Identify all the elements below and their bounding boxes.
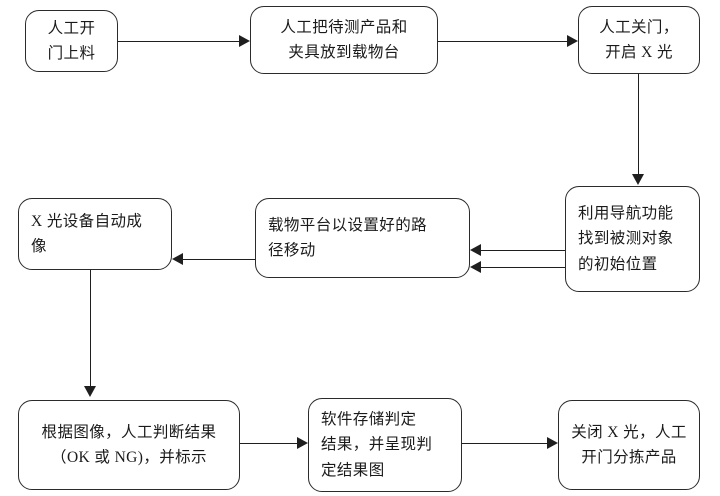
connector-line xyxy=(240,443,298,444)
connector-line xyxy=(481,267,565,268)
connector-line xyxy=(481,250,565,251)
arrow-head-down-icon xyxy=(632,174,644,185)
connector-line xyxy=(118,41,240,42)
arrow-head-down-icon xyxy=(84,386,96,397)
node-line: 利用导航功能 xyxy=(578,205,674,223)
node-line: 开启 X 光 xyxy=(605,44,673,61)
connector-line xyxy=(462,443,548,444)
arrow-head-right-icon xyxy=(547,437,558,449)
node-line: 的初始位置 xyxy=(578,255,658,273)
node-manual-judge-result-from-image[interactable]: 根据图像，人工判断结果 （OK 或 NG)，并标示 xyxy=(18,400,240,490)
node-navigate-find-initial-position[interactable]: 利用导航功能 找到被测对象 的初始位置 xyxy=(565,186,700,292)
node-manual-open-door-load[interactable]: 人工开 门上料 xyxy=(25,10,118,72)
node-software-store-and-present-result[interactable]: 软件存储判定 结果，并呈现判 定结果图 xyxy=(308,398,462,492)
connector-line xyxy=(638,74,639,175)
node-close-xray-open-door-sort[interactable]: 关闭 X 光，人工 开门分拣产品 xyxy=(558,400,700,490)
node-line: 人工关门， xyxy=(599,18,679,36)
node-xray-device-auto-imaging[interactable]: X 光设备自动成 像 xyxy=(18,198,172,270)
node-line: 找到被测对象 xyxy=(578,230,674,248)
arrow-head-right-icon xyxy=(567,35,578,47)
connector-line xyxy=(90,270,91,387)
node-line: 人工开 xyxy=(47,19,96,37)
node-line: 人工把待测产品和 xyxy=(280,18,408,36)
node-line: 载物平台以设置好的路 xyxy=(268,216,428,234)
node-line: 关闭 X 光，人工 xyxy=(571,423,687,441)
arrow-head-left-icon xyxy=(470,261,481,273)
arrow-head-right-icon xyxy=(297,437,308,449)
node-stage-moves-along-preset-path[interactable]: 载物平台以设置好的路 径移动 xyxy=(255,198,470,278)
node-place-product-and-fixture[interactable]: 人工把待测产品和 夹具放到载物台 xyxy=(250,6,438,74)
node-line: 根据图像，人工判断结果 xyxy=(41,423,217,441)
node-line: 径移动 xyxy=(268,242,316,259)
connector-line xyxy=(438,41,568,42)
node-line: （OK 或 NG)，并标示 xyxy=(51,449,207,466)
node-line: 开门分拣产品 xyxy=(581,449,677,466)
node-line: 结果，并呈现判 xyxy=(321,436,433,454)
node-line: 夹具放到载物台 xyxy=(288,44,400,61)
node-close-door-turn-on-xray[interactable]: 人工关门， 开启 X 光 xyxy=(578,6,700,74)
node-line: 软件存储判定 xyxy=(321,411,417,429)
connector-line xyxy=(183,259,255,260)
node-line: X 光设备自动成 xyxy=(31,212,143,230)
arrow-head-left-icon xyxy=(470,244,481,256)
arrow-head-right-icon xyxy=(239,35,250,47)
node-line: 定结果图 xyxy=(321,461,385,479)
node-line: 像 xyxy=(31,238,47,255)
arrow-head-left-icon xyxy=(172,253,183,265)
node-line: 门上料 xyxy=(47,45,96,62)
